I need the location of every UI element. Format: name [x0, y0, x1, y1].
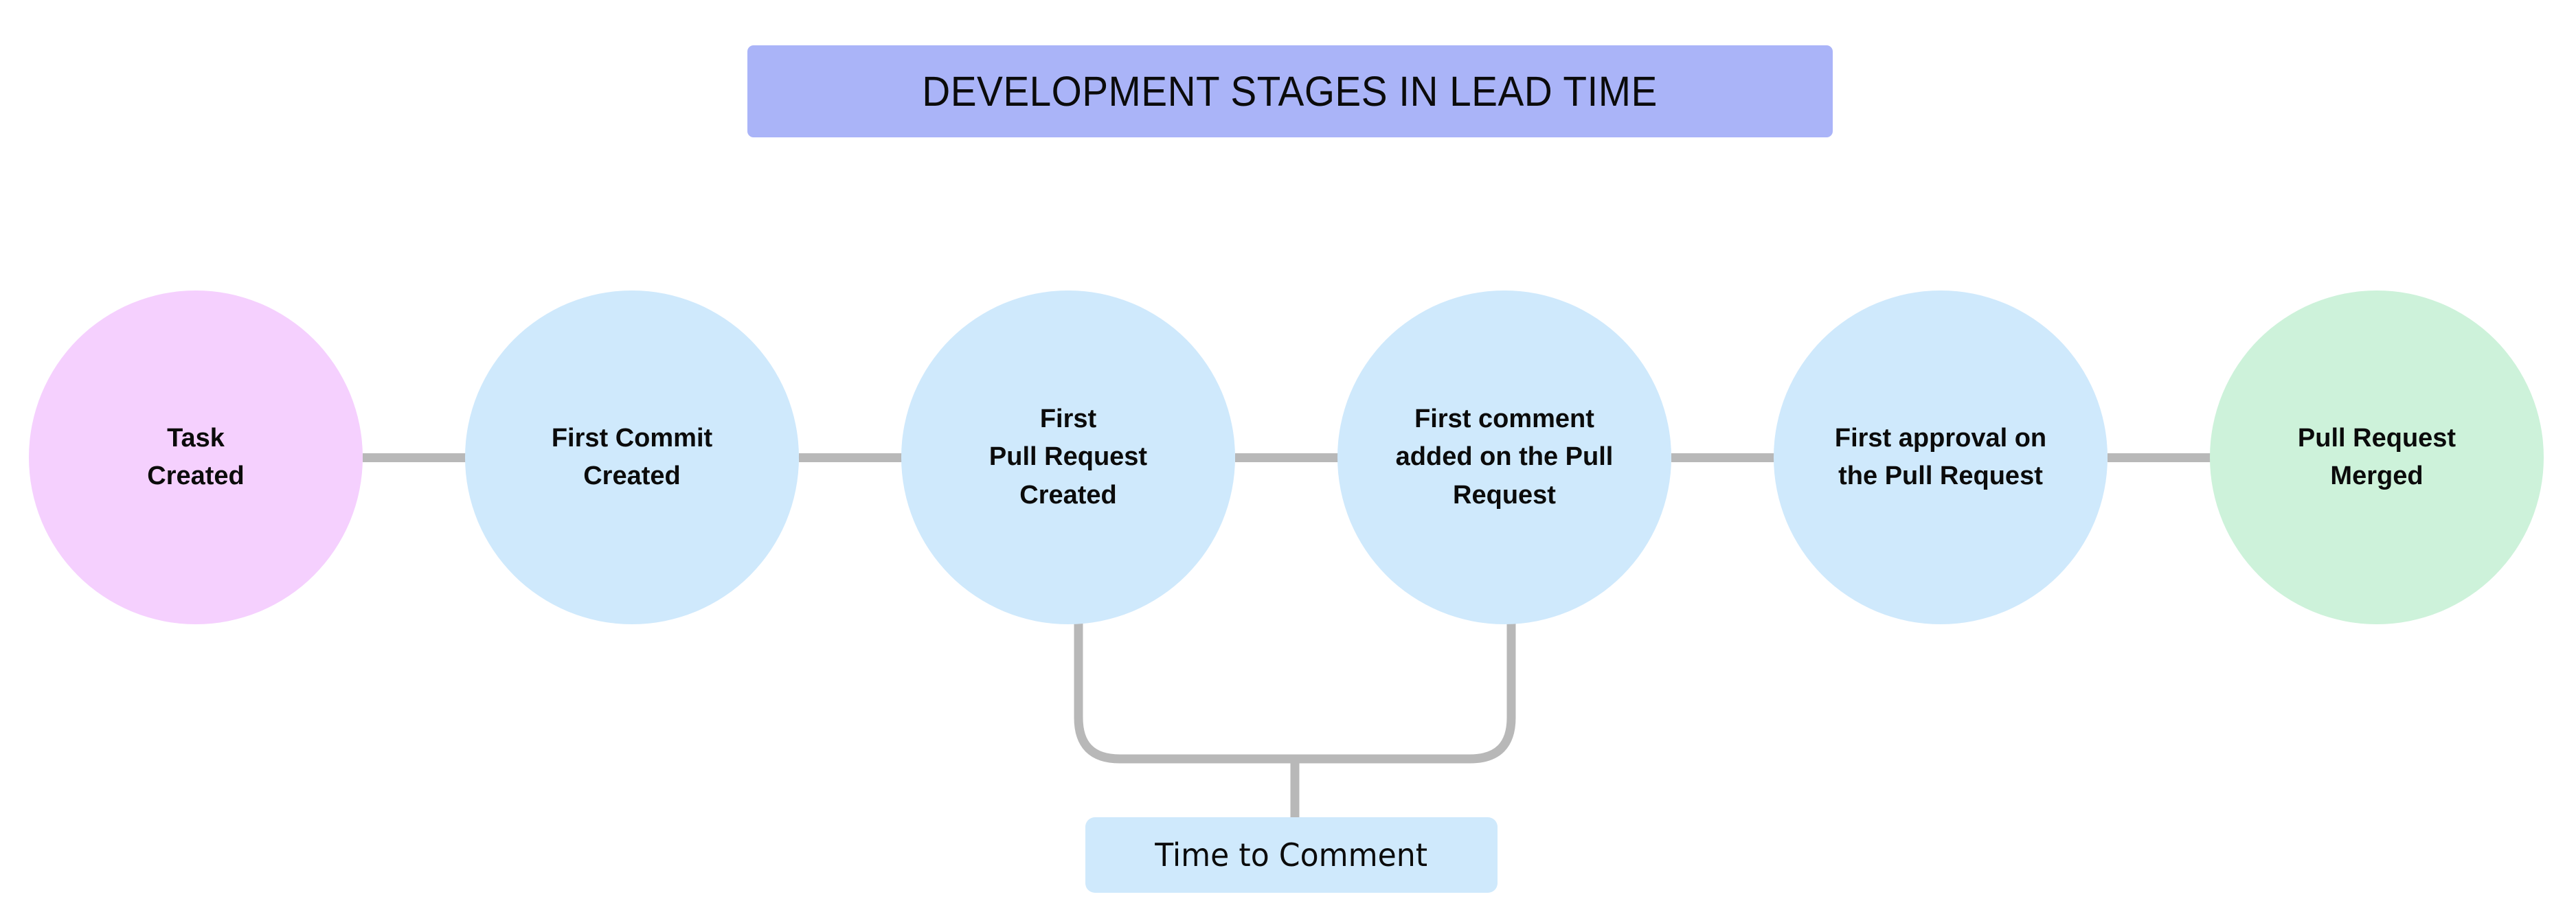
- diagram-title-text: DEVELOPMENT STAGES IN LEAD TIME: [922, 68, 1658, 115]
- connector-commit-to-pr: [799, 453, 902, 462]
- stage-label-first-comment-on-pull-request: First comment added on the Pull Request: [1395, 404, 1614, 510]
- stage-node-first-approval-on-pull-request[interactable]: First approval on the Pull Request: [1774, 290, 2108, 624]
- stage-label-pull-request-merged: Pull Request Merged: [2297, 423, 2456, 490]
- stage-label-first-commit-created: First Commit Created: [551, 423, 713, 490]
- stage-node-first-pull-request-created[interactable]: First Pull Request Created: [901, 290, 1235, 624]
- stage-label-task-created: Task Created: [147, 423, 245, 490]
- diagram-title-box: DEVELOPMENT STAGES IN LEAD TIME: [747, 45, 1833, 137]
- stage-node-task-created[interactable]: Task Created: [29, 290, 363, 624]
- stage-node-pull-request-merged[interactable]: Pull Request Merged: [2210, 290, 2544, 624]
- annotation-box-time-to-comment[interactable]: Time to Comment: [1085, 817, 1498, 893]
- stage-node-first-commit-created[interactable]: First Commit Created: [465, 290, 799, 624]
- annotation-label-time-to-comment: Time to Comment: [1155, 836, 1428, 874]
- stage-label-first-pull-request-created: First Pull Request Created: [988, 404, 1148, 510]
- connector-task-to-commit: [363, 453, 466, 462]
- connector-pr-to-comment: [1235, 453, 1338, 462]
- stage-label-first-approval-on-pull-request: First approval on the Pull Request: [1834, 423, 2047, 490]
- stage-node-first-comment-on-pull-request[interactable]: First comment added on the Pull Request: [1337, 290, 1671, 624]
- connector-approval-to-merged: [2108, 453, 2211, 462]
- connector-comment-to-approval: [1671, 453, 1774, 462]
